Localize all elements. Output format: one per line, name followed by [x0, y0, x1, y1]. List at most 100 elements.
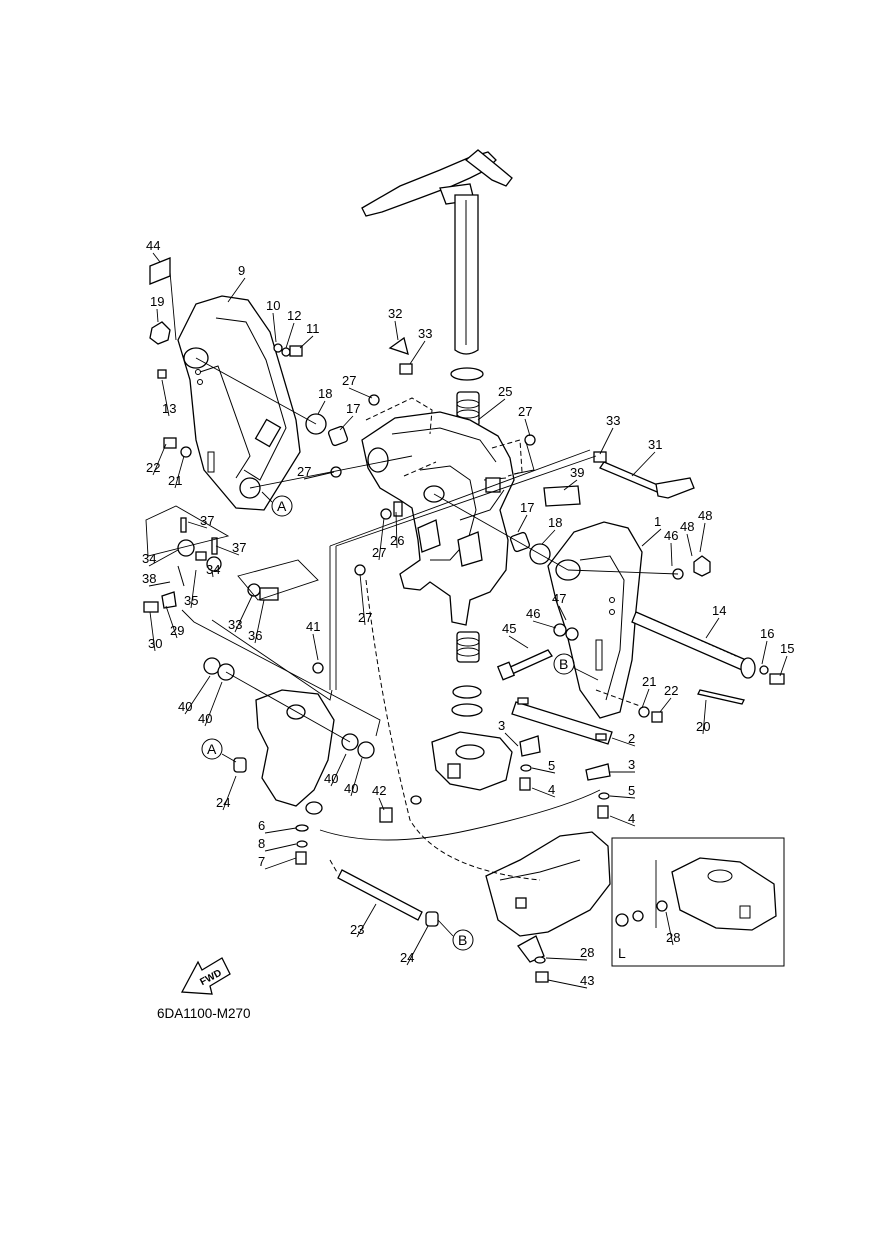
callout-24: 24 [400, 950, 414, 965]
leader-line [272, 312, 277, 343]
pin-23 [337, 869, 423, 921]
callout-9: 9 [238, 263, 245, 278]
leader-line [222, 775, 237, 811]
leader-line [190, 569, 197, 609]
callout-29: 29 [170, 623, 184, 638]
callout-2: 2 [628, 731, 635, 746]
bushing-17-left [327, 425, 349, 447]
callout-10: 10 [266, 298, 280, 313]
pin-39 [543, 485, 581, 507]
callout-44: 44 [146, 238, 160, 253]
callout-13: 13 [162, 401, 176, 416]
leader-line [152, 443, 167, 476]
steering-handle [361, 149, 513, 217]
drawing-code: 6DA1100-M270 [157, 1006, 251, 1021]
callout-6: 6 [258, 818, 265, 833]
leader-line [524, 418, 531, 437]
bushing-24-upper [233, 757, 247, 773]
leader-line [531, 767, 556, 774]
callout-18: 18 [548, 515, 562, 530]
callout-leaders [148, 252, 788, 989]
callout-46: 46 [664, 528, 678, 543]
callout-30: 30 [148, 636, 162, 651]
callout-7: 7 [258, 854, 265, 869]
leader-line [299, 335, 314, 349]
callout-22: 22 [146, 460, 160, 475]
callout-17: 17 [520, 500, 534, 515]
leader-line [234, 595, 253, 633]
callout-38: 38 [142, 571, 156, 586]
leader-line [670, 542, 673, 567]
leader-line [517, 514, 528, 533]
leader-line [477, 398, 506, 421]
callout-24: 24 [216, 795, 230, 810]
callout-42: 42 [372, 783, 386, 798]
callout-25: 25 [498, 384, 512, 399]
callout-34: 34 [206, 562, 220, 577]
marker-B: B [458, 932, 467, 948]
callout-34: 34 [142, 551, 156, 566]
callout-28: 28 [666, 930, 680, 945]
marker-B: B [559, 656, 568, 672]
leader-line [264, 843, 297, 852]
leader-line [317, 400, 326, 415]
leader-line [359, 573, 366, 626]
callout-27: 27 [372, 545, 386, 560]
leader-line [339, 415, 354, 431]
callout-5: 5 [548, 758, 555, 773]
leader-line [406, 925, 429, 966]
leader-line [215, 545, 240, 556]
leader-line [264, 827, 297, 834]
callout-37: 37 [200, 513, 214, 528]
leader-line [665, 911, 674, 946]
callout-28: 28 [580, 945, 594, 960]
leader-line [686, 533, 693, 557]
leader-line [631, 451, 656, 477]
lower-yoke [431, 731, 513, 791]
marker-A: A [207, 741, 217, 757]
callout-33: 33 [228, 617, 242, 632]
callout-48: 48 [680, 519, 694, 534]
leader-line [285, 322, 295, 349]
lower-casing [485, 831, 611, 963]
leader-line [699, 522, 706, 553]
leader-line [541, 529, 556, 545]
callout-32: 32 [388, 306, 402, 321]
leader-line [378, 517, 385, 561]
leader-line [563, 479, 578, 491]
callout-33: 33 [418, 326, 432, 341]
clamp-bracket-right [547, 521, 643, 719]
leader-line [508, 635, 529, 649]
leader-line [156, 308, 159, 323]
leader-line [165, 605, 178, 639]
leader-line [148, 581, 171, 587]
leader-line [356, 903, 377, 938]
callout-4: 4 [628, 811, 635, 826]
callout-11: 11 [306, 321, 320, 336]
leader-line [148, 549, 179, 567]
leader-line [779, 655, 788, 677]
callout-43: 43 [580, 973, 594, 988]
callout-5: 5 [628, 783, 635, 798]
leader-line [152, 252, 161, 263]
leader-line [204, 681, 223, 727]
lower-bushing-stack [451, 631, 483, 717]
leader-line [254, 599, 265, 644]
callout-1: 1 [654, 514, 661, 529]
fwd-arrow-icon: FWD [180, 957, 231, 995]
lower-mount-left [255, 689, 335, 815]
leader-line [395, 511, 398, 549]
callout-48: 48 [698, 508, 712, 523]
leader-line [558, 605, 567, 621]
callout-40: 40 [324, 771, 338, 786]
leader-line [599, 427, 614, 455]
callout-31: 31 [648, 437, 662, 452]
inset-detail-box [611, 837, 785, 967]
leader-line [303, 471, 335, 480]
reference-lines [145, 271, 679, 881]
callout-40: 40 [178, 699, 192, 714]
callout-46: 46 [526, 606, 540, 621]
callout-14: 14 [712, 603, 726, 618]
label-tag-44 [149, 257, 171, 285]
